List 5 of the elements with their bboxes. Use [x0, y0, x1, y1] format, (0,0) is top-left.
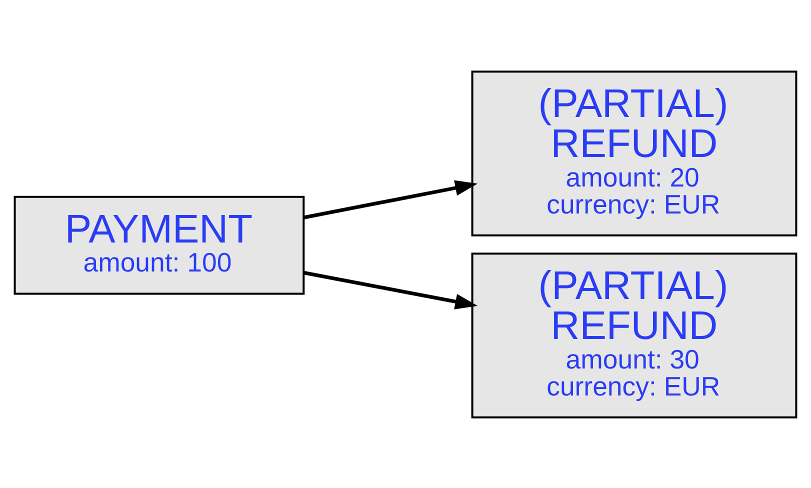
arrow	[303, 180, 478, 219]
node-box: (PARTIAL) REFUND amount: 30 currency: EUR	[471, 252, 798, 418]
node-box: PAYMENT amount: 100	[14, 195, 305, 294]
node-box: (PARTIAL) REFUND amount: 20 currency: EUR	[471, 70, 798, 236]
arrow	[303, 270, 478, 309]
